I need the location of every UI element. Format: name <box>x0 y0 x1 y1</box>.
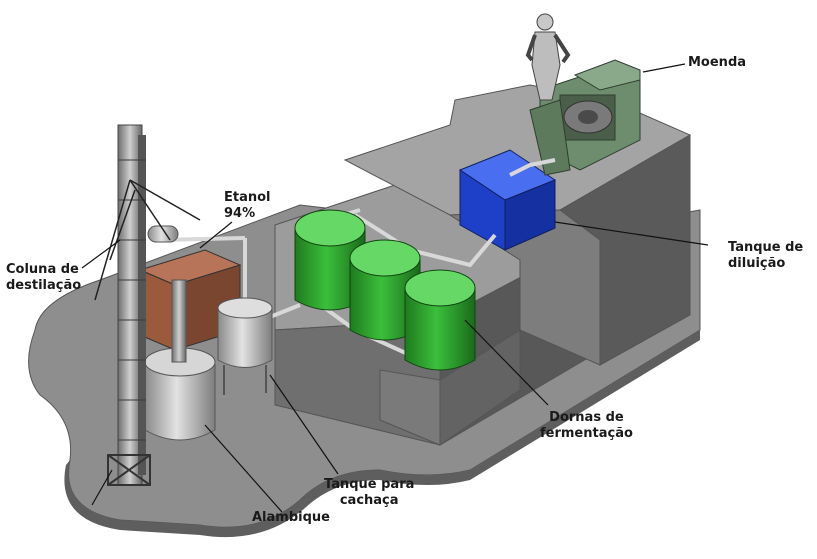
label-coluna-line1: Coluna de <box>6 262 79 277</box>
fermenter-right <box>404 269 476 371</box>
label-etanol: Etanol 94% <box>224 190 271 222</box>
label-tanque-diluicao: Tanque de diluição <box>728 240 803 272</box>
cachaca-tank <box>217 297 273 395</box>
fermenter-middle <box>349 239 421 341</box>
label-moenda: Moenda <box>688 55 747 70</box>
label-coluna-destilacao: Coluna de destilação <box>6 262 81 294</box>
dilution-tank <box>458 149 557 251</box>
label-tanque-diluicao-line1: Tanque de <box>728 240 804 255</box>
label-coluna-line2: destilação <box>6 278 82 293</box>
distillation-column <box>94 124 201 486</box>
label-etanol-line2: 94% <box>224 206 256 221</box>
label-etanol-line1: Etanol <box>224 190 271 205</box>
label-dornas-line1: Dornas de <box>549 410 624 425</box>
label-tanque-cachaca-line1: Tanque para <box>324 477 415 492</box>
ethanol-reservoir <box>147 225 179 243</box>
alembic-pot <box>144 279 216 441</box>
label-dornas-fermentacao: Dornas de fermentação <box>540 410 633 442</box>
label-tanque-cachaca-line2: cachaça <box>339 493 399 508</box>
label-tanque-diluicao-line2: diluição <box>728 256 786 271</box>
operator-figure <box>525 13 571 101</box>
label-tanque-cachaca: Tanque para cachaça <box>324 477 414 509</box>
label-alambique: Alambique <box>252 510 330 525</box>
mill-machine <box>529 59 641 176</box>
leader-lines <box>81 63 709 513</box>
label-dornas-line2: fermentação <box>540 426 633 441</box>
